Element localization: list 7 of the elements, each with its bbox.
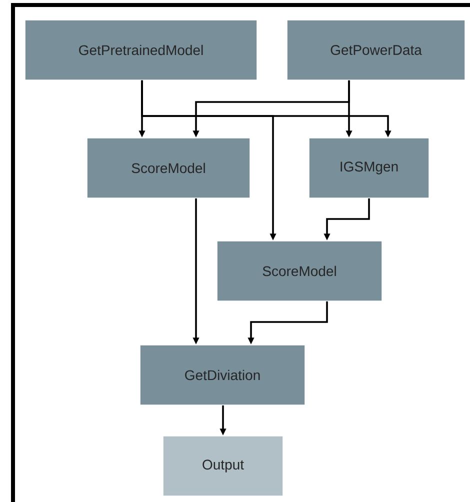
process-box: GetPretrainedModel: [24, 20, 258, 80]
process-box: Output: [162, 436, 284, 496]
process-box: ScoreModel: [86, 138, 250, 198]
process-box: GetPowerData: [286, 20, 466, 80]
process-box: GetDiviation: [140, 344, 306, 406]
process-box: ScoreModel: [216, 240, 382, 302]
process-box: IGSMgen: [308, 138, 430, 198]
